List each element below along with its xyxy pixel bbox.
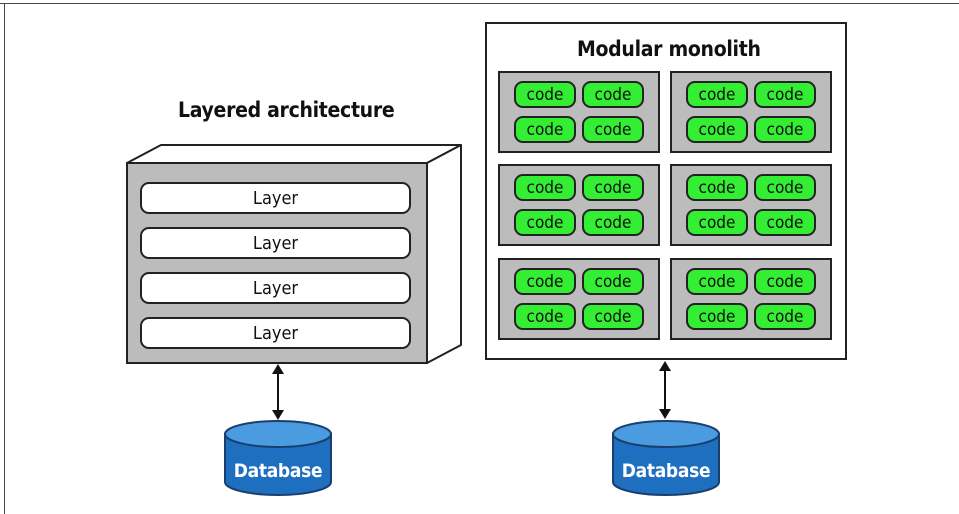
code-block: code — [514, 174, 576, 201]
code-block: code — [514, 209, 576, 236]
code-block: code — [754, 303, 816, 330]
layered-db-arrow — [272, 364, 284, 420]
layer-1: Layer — [140, 182, 411, 214]
modular-monolith-title: Modular monolith — [577, 37, 761, 61]
frame-left-border — [4, 3, 5, 514]
code-block: code — [514, 303, 576, 330]
code-block: code — [514, 81, 576, 108]
code-block: code — [514, 268, 576, 295]
code-block: code — [582, 81, 644, 108]
code-block: code — [754, 116, 816, 143]
code-block: code — [686, 268, 748, 295]
layer-4: Layer — [140, 317, 411, 349]
code-block: code — [754, 81, 816, 108]
module-2: code code code code — [670, 71, 832, 153]
code-block: code — [582, 174, 644, 201]
code-block: code — [754, 268, 816, 295]
code-block: code — [754, 174, 816, 201]
layered-architecture-title: Layered architecture — [178, 98, 395, 122]
layered-database-icon — [224, 420, 332, 496]
module-4: code code code code — [670, 164, 832, 246]
layer-2: Layer — [140, 227, 411, 259]
code-block: code — [754, 209, 816, 236]
module-3: code code code code — [498, 164, 660, 246]
module-5: code code code code — [498, 258, 660, 340]
layered-database-label: Database — [233, 460, 323, 482]
monolith-db-arrow — [659, 361, 671, 419]
cube-side-face — [426, 144, 462, 364]
monolith-database-label: Database — [621, 460, 711, 482]
code-block: code — [686, 174, 748, 201]
code-block: code — [686, 81, 748, 108]
layer-3: Layer — [140, 272, 411, 304]
code-block: code — [582, 116, 644, 143]
code-block: code — [582, 268, 644, 295]
code-block: code — [514, 116, 576, 143]
code-block: code — [686, 303, 748, 330]
code-block: code — [582, 209, 644, 236]
module-6: code code code code — [670, 258, 832, 340]
frame-top-border — [0, 3, 959, 4]
code-block: code — [686, 209, 748, 236]
code-block: code — [686, 116, 748, 143]
code-block: code — [582, 303, 644, 330]
monolith-database-icon — [612, 420, 720, 496]
cube-top-face — [126, 144, 462, 164]
module-1: code code code code — [498, 71, 660, 153]
